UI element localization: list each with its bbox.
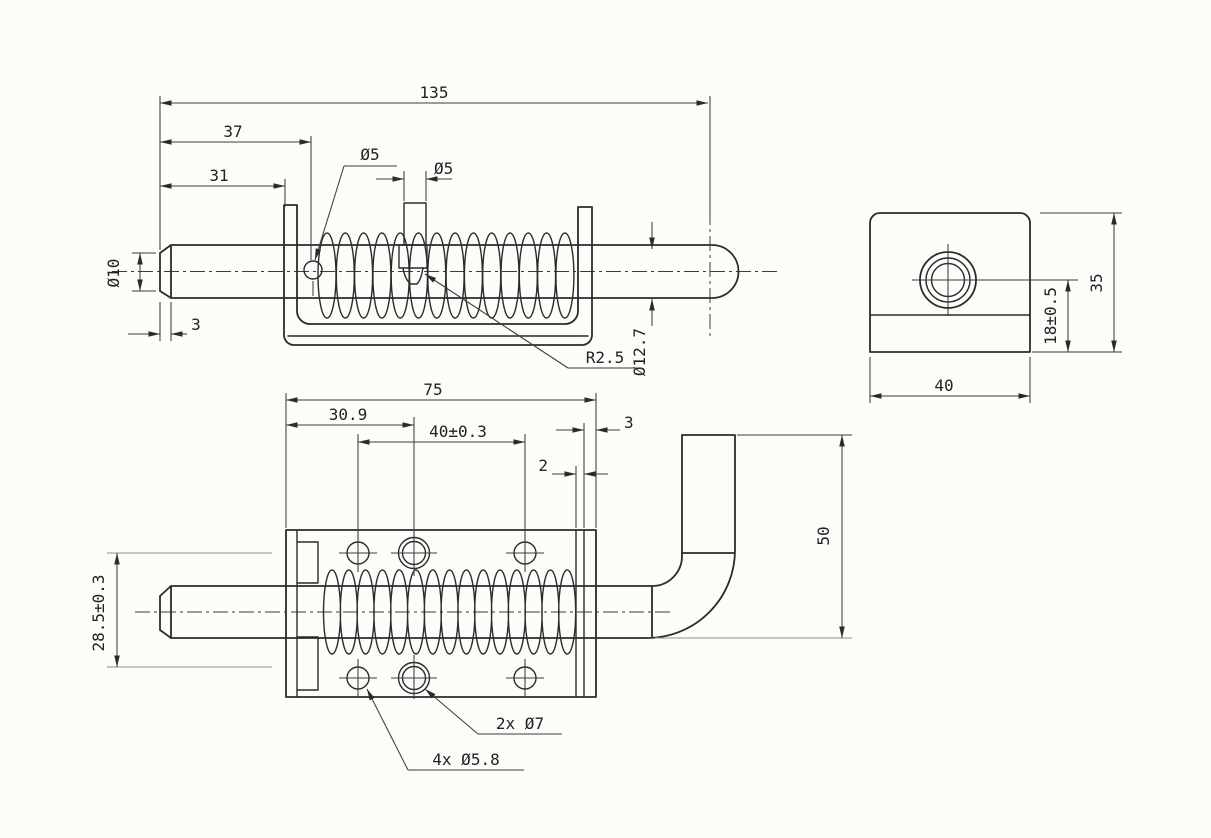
dim-stem-dia-label: Ø5 bbox=[434, 159, 453, 178]
dim-shaft-dia-label: Ø12.7 bbox=[630, 328, 649, 376]
dim-hole-dia-label: Ø5 bbox=[360, 145, 379, 164]
dim-309-label: 30.9 bbox=[329, 405, 368, 424]
dim-hole-h-label: 18±0.5 bbox=[1041, 287, 1060, 345]
dim-35-label: 35 bbox=[1087, 273, 1106, 292]
ext-75 bbox=[285, 393, 597, 528]
side-view: 135 37 31 Ø5 Ø5 Ø10 3 Ø12.7 R2.5 bbox=[104, 83, 780, 376]
plan-pin-outline bbox=[159, 585, 653, 639]
dim-chamfer3-label: 3 bbox=[191, 315, 201, 334]
plan-spring bbox=[322, 569, 577, 655]
ext-tip-dia bbox=[132, 252, 156, 292]
dim-holes-big-leader bbox=[424, 688, 479, 735]
dim-holes-small-label: 4x Ø5.8 bbox=[432, 750, 499, 769]
dim-75-label: 75 bbox=[423, 380, 442, 399]
dim-pitch40-label: 40±0.3 bbox=[429, 422, 487, 441]
ext-stem-dia bbox=[403, 171, 427, 201]
dim-neck-r-leader bbox=[424, 273, 569, 369]
plan-mounting-holes bbox=[339, 530, 544, 699]
plan-view: 75 30.9 40±0.3 3 2 28.5±0.3 50 2x Ø7 bbox=[89, 380, 852, 771]
dim-hole-dia-leader bbox=[314, 165, 345, 261]
ext-pitch40 bbox=[357, 434, 526, 540]
side-bracket-outline bbox=[283, 204, 593, 346]
dim-40-label: 40 bbox=[934, 376, 953, 395]
plan-hook-outline bbox=[646, 434, 736, 639]
ext-width285 bbox=[107, 552, 272, 668]
dim-neck-r-label: R2.5 bbox=[586, 348, 625, 367]
side-pin-outline bbox=[159, 244, 740, 299]
dim-37-label: 37 bbox=[223, 122, 242, 141]
end-plate-outline bbox=[869, 212, 1031, 353]
ext-chamfer3 bbox=[159, 302, 172, 341]
side-stem-block bbox=[398, 244, 428, 269]
dim-hook50-label: 50 bbox=[814, 526, 833, 545]
plan-body-outline bbox=[285, 529, 597, 698]
end-crosshair bbox=[912, 244, 1078, 316]
side-stem bbox=[403, 202, 427, 246]
side-cross-hole bbox=[303, 260, 323, 280]
hole-crosshairs bbox=[339, 530, 544, 699]
side-stem-neck bbox=[402, 267, 424, 285]
dim-wall3-label: 3 bbox=[624, 413, 634, 432]
plan-retainer-tabs bbox=[296, 541, 319, 691]
dim-holes-big-label: 2x Ø7 bbox=[496, 714, 544, 733]
dim-width285-label: 28.5±0.3 bbox=[89, 574, 108, 651]
dim-tip-dia-label: Ø10 bbox=[104, 259, 123, 288]
dim-135-label: 135 bbox=[420, 83, 449, 102]
dim-gap2-label: 2 bbox=[538, 456, 548, 475]
dim-31-label: 31 bbox=[209, 166, 228, 185]
end-view: 18±0.5 35 40 bbox=[869, 212, 1122, 403]
dim-holes-small-leader bbox=[366, 688, 409, 771]
